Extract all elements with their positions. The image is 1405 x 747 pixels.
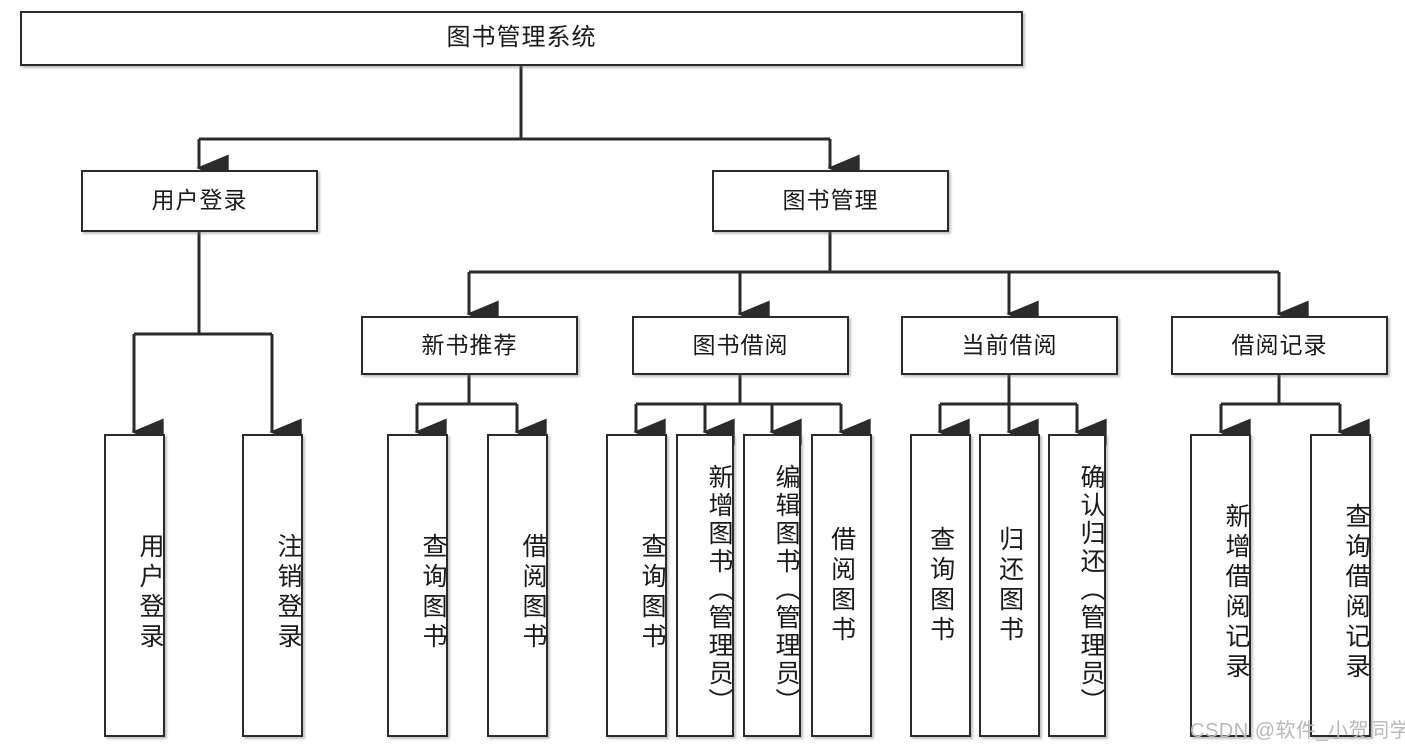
leaf-recommend-borrow-book[interactable]: 借阅图书 (487, 434, 548, 737)
leaf-borrow-query-book[interactable]: 查询图书 (606, 434, 667, 737)
node-book-management[interactable]: 图书管理 (712, 170, 949, 232)
leaf-user-login-signout[interactable]: 注销登录 (242, 434, 303, 737)
leaf-record-add-borrow-record[interactable]: 新增借阅记录 (1190, 434, 1251, 737)
node-borrowing-records[interactable]: 借阅记录 (1171, 316, 1388, 375)
leaf-user-login-signin[interactable]: 用户登录 (104, 434, 165, 737)
leaf-recommend-query-book[interactable]: 查询图书 (387, 434, 448, 737)
node-new-book-recommendation[interactable]: 新书推荐 (361, 316, 578, 375)
node-root-book-management-system[interactable]: 图书管理系统 (20, 11, 1023, 66)
leaf-current-return-book[interactable]: 归还图书 (979, 434, 1040, 737)
node-book-borrowing[interactable]: 图书借阅 (632, 316, 849, 375)
csdn-watermark: CSDN @软件_小贺同学 (1190, 720, 1405, 742)
leaf-borrow-borrow-book[interactable]: 借阅图书 (811, 434, 872, 737)
node-current-borrowing[interactable]: 当前借阅 (901, 316, 1118, 375)
leaf-borrow-edit-book-admin[interactable]: 编辑图书（管理员） (743, 434, 801, 737)
leaf-current-query-book[interactable]: 查询图书 (910, 434, 971, 737)
leaf-borrow-add-book-admin[interactable]: 新增图书（管理员） (676, 434, 734, 737)
leaf-record-query-borrow-record[interactable]: 查询借阅记录 (1310, 434, 1371, 737)
leaf-current-confirm-return-admin[interactable]: 确认归还（管理员） (1048, 434, 1106, 737)
node-user-login[interactable]: 用户登录 (81, 170, 318, 232)
